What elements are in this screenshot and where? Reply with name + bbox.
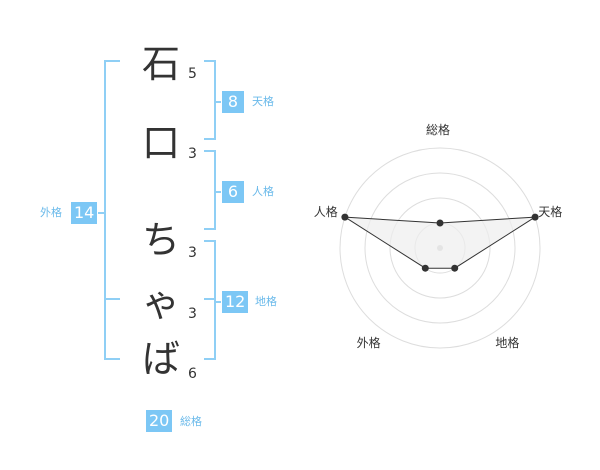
radar-point-1 <box>436 219 444 227</box>
jinkaku-value: 6 <box>222 181 244 203</box>
stroke-count-1: 5 <box>188 66 197 82</box>
tenkaku-connector <box>215 101 221 103</box>
radar-axis-label-3: 地格 <box>495 336 520 351</box>
radar-ring-3 <box>364 172 516 324</box>
jinkaku-bracket-top <box>204 150 216 152</box>
radar-point-4 <box>421 264 429 272</box>
tenkaku-bracket-top <box>204 60 216 62</box>
soukaku-value: 20 <box>146 410 173 432</box>
jinkaku-bracket-bottom <box>204 228 216 230</box>
gaikaku-bracket-top <box>104 60 120 62</box>
name-char-5: ば <box>141 337 180 381</box>
name-char-1: 石 <box>141 42 180 86</box>
tenkaku-bracket-bottom <box>204 138 216 140</box>
tenkaku-value: 8 <box>222 91 244 113</box>
chikaku-value: 12 <box>222 291 249 313</box>
name-char-2: 口 <box>141 121 180 165</box>
tenkaku-bracket-line <box>214 60 216 140</box>
radar-point-2 <box>531 213 539 221</box>
radar-axis-label-1: 総格 <box>426 123 451 137</box>
stroke-count-4: 3 <box>188 306 197 322</box>
jinkaku-bracket-line <box>214 150 216 230</box>
chikaku-connector <box>215 301 221 303</box>
stroke-count-5: 6 <box>188 366 197 382</box>
chikaku-label: 地格 <box>255 295 277 308</box>
radar-axis-label-4: 外格 <box>356 336 381 351</box>
radar-series-polygon <box>344 216 536 269</box>
jinkaku-label: 人格 <box>252 185 274 198</box>
chikaku-bracket-top <box>204 240 216 242</box>
name-char-4: ゃ <box>141 281 180 325</box>
gaikaku-bracket-bottom <box>104 358 120 360</box>
chikaku-bracket-mid <box>204 298 216 300</box>
gaikaku-value: 14 <box>71 202 98 224</box>
name-char-3: ち <box>141 218 180 262</box>
stroke-count-3: 3 <box>188 245 197 261</box>
jinkaku-connector <box>215 191 221 193</box>
radar-ring-2 <box>389 197 491 299</box>
radar-ring-4 <box>339 147 541 349</box>
gaikaku-bracket-line <box>104 60 106 360</box>
soukaku-label: 総格 <box>180 415 202 428</box>
chikaku-bracket-bottom <box>204 358 216 360</box>
chikaku-bracket-line <box>214 240 216 360</box>
radar-point-5 <box>341 213 349 221</box>
tenkaku-label: 天格 <box>252 95 274 108</box>
gaikaku-label: 外格 <box>40 206 62 219</box>
gaikaku-bracket-mid <box>104 298 120 300</box>
stroke-count-2: 3 <box>188 146 197 162</box>
radar-point-3 <box>451 264 459 272</box>
gaikaku-connector <box>98 212 105 214</box>
radar-axis-label-2: 天格 <box>538 204 563 219</box>
radar-axis-label-5: 人格 <box>313 204 338 219</box>
